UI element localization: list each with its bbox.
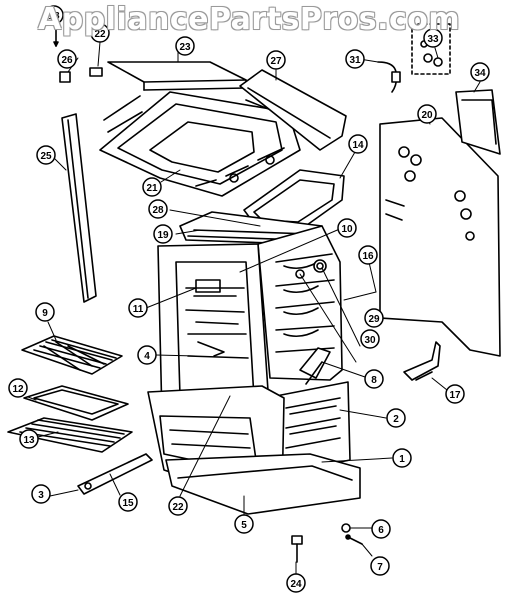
callout-16: 16 [358, 245, 378, 265]
callout-34: 34 [470, 62, 490, 82]
callout-14: 14 [348, 134, 368, 154]
oven-rack [7, 417, 133, 453]
svg-text:15: 15 [122, 498, 134, 509]
callout-28: 28 [148, 199, 168, 219]
igniter [299, 347, 331, 385]
callout-4: 4 [137, 345, 157, 365]
callout-8: 8 [364, 369, 384, 389]
svg-text:24: 24 [290, 579, 302, 590]
svg-text:26: 26 [61, 55, 73, 66]
svg-text:19: 19 [157, 230, 169, 241]
callout-23: 23 [175, 36, 195, 56]
svg-text:5: 5 [241, 520, 247, 531]
site-watermark: AppliancePartsPros.com [38, 2, 461, 37]
svg-text:23: 23 [179, 42, 191, 53]
callout-11: 11 [128, 298, 148, 318]
svg-text:21: 21 [146, 183, 158, 194]
callout-19: 19 [153, 224, 173, 244]
svg-text:29: 29 [368, 314, 380, 325]
rack-slide-bar [77, 453, 153, 495]
callout-27: 27 [266, 50, 286, 70]
svg-text:30: 30 [364, 335, 376, 346]
svg-text:1: 1 [399, 454, 405, 465]
svg-text:16: 16 [362, 251, 374, 262]
svg-text:28: 28 [152, 205, 164, 216]
base-tray [165, 453, 361, 515]
rear-panel [379, 117, 501, 357]
callout-6: 6 [371, 519, 391, 539]
callout-layer: 18 22 23 26 27 31 33 34 25 21 20 14 28 1… [8, 5, 490, 593]
back-trim [239, 69, 347, 151]
callout-13: 13 [19, 429, 39, 449]
broil-pan-grid [21, 335, 123, 375]
svg-text:27: 27 [270, 56, 282, 67]
svg-text:34: 34 [474, 68, 486, 79]
front-frame [157, 243, 271, 421]
callout-33: 33 [423, 28, 443, 48]
thermostat-bulb [295, 259, 327, 279]
svg-text:25: 25 [40, 151, 52, 162]
svg-text:9: 9 [42, 308, 48, 319]
svg-text:17: 17 [449, 390, 461, 401]
svg-text:12: 12 [12, 384, 24, 395]
callout-21: 21 [142, 177, 162, 197]
callout-25: 25 [36, 145, 56, 165]
callout-9: 9 [35, 302, 55, 322]
svg-text:6: 6 [378, 525, 384, 536]
svg-text:13: 13 [23, 435, 35, 446]
svg-text:7: 7 [377, 562, 383, 573]
callout-29: 29 [364, 308, 384, 328]
broil-pan [23, 385, 129, 421]
nut [341, 523, 351, 533]
callout-12: 12 [8, 378, 28, 398]
svg-text:20: 20 [421, 110, 433, 121]
callout-7: 7 [370, 556, 390, 576]
callout-24: 24 [286, 573, 306, 593]
callout-31: 31 [345, 49, 365, 69]
cover-box [455, 89, 501, 155]
screw [345, 534, 363, 545]
svg-text:22: 22 [94, 29, 106, 40]
svg-text:10: 10 [341, 224, 353, 235]
leveling-leg [291, 535, 303, 563]
callout-20: 20 [417, 104, 437, 124]
callout-3: 3 [31, 484, 51, 504]
svg-text:8: 8 [371, 375, 377, 386]
callout-5: 5 [234, 514, 254, 534]
svg-text:18: 18 [48, 11, 60, 22]
svg-text:3: 3 [38, 490, 44, 501]
callout-17: 17 [445, 384, 465, 404]
callout-10: 10 [337, 218, 357, 238]
callout-30: 30 [360, 329, 380, 349]
svg-text:31: 31 [349, 55, 361, 66]
svg-text:14: 14 [352, 140, 364, 151]
clips [53, 27, 103, 83]
side-trim-strip [61, 113, 97, 303]
wire-harness [377, 61, 401, 93]
callout-22-lower: 22 [168, 496, 188, 516]
bracket [403, 341, 441, 381]
callout-15: 15 [118, 492, 138, 512]
svg-text:2: 2 [393, 414, 399, 425]
svg-text:4: 4 [144, 351, 150, 362]
cooktop-pan [99, 91, 301, 197]
oven-body [257, 225, 343, 381]
callout-22: 22 [90, 23, 110, 43]
top-rail [107, 61, 247, 91]
svg-text:22: 22 [172, 502, 184, 513]
svg-text:11: 11 [133, 304, 144, 315]
callout-26: 26 [57, 49, 77, 69]
svg-text:33: 33 [427, 34, 439, 45]
callout-18: 18 [44, 5, 64, 25]
callout-1: 1 [392, 448, 412, 468]
callout-2: 2 [386, 408, 406, 428]
